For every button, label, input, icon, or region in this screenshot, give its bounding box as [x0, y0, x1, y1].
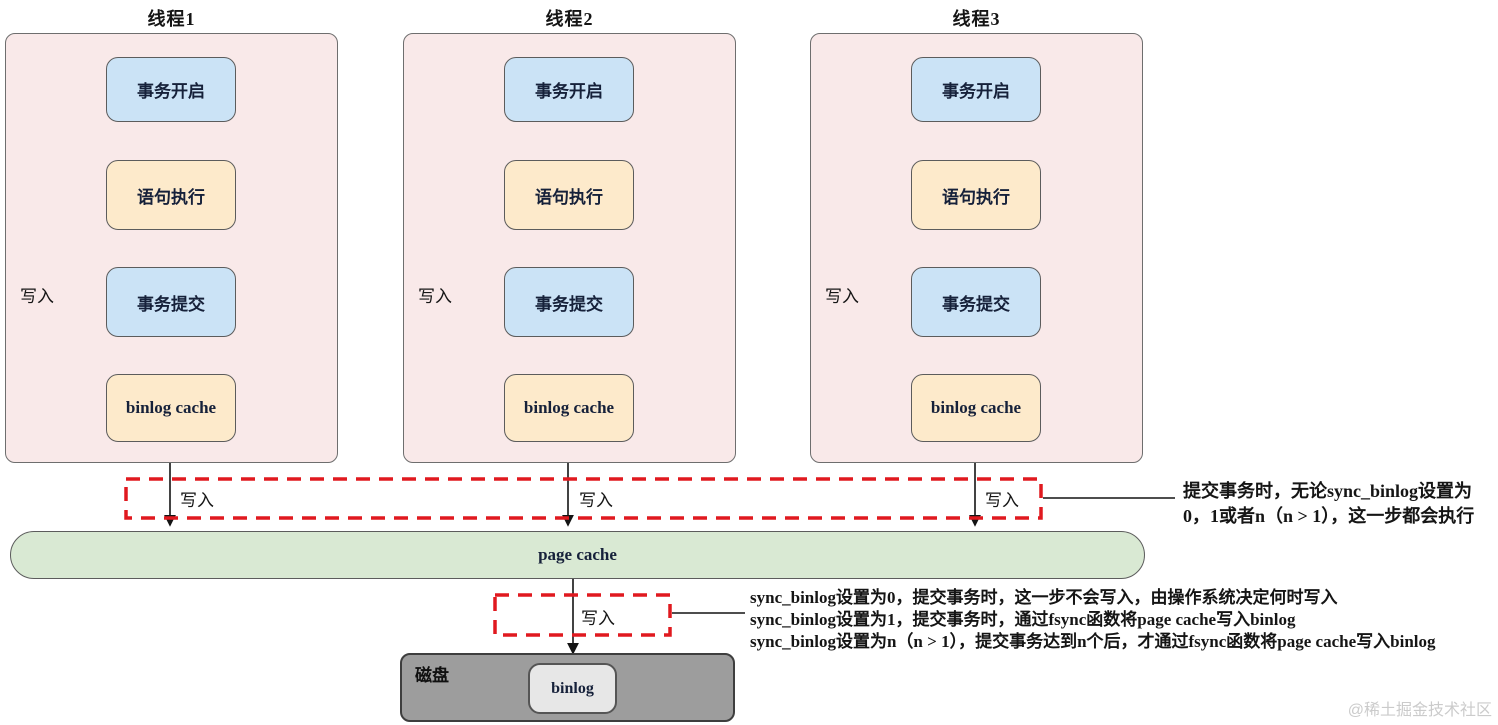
thread3-binlog-cache-node: binlog cache [911, 374, 1041, 442]
thread2-title: 线程2 [545, 9, 594, 29]
watermark: @稀土掘金技术社区 [1347, 702, 1492, 719]
thread2-transaction-start-node: 事务开启 [504, 57, 634, 122]
sync-note-line2: sync_binlog设置为1，提交事务时，通过fsync函数将page cac… [750, 610, 1296, 629]
thread3-title: 线程3 [952, 9, 1001, 29]
thread1-write-label: 写入 [20, 287, 54, 306]
disk-write-label: 写入 [581, 609, 615, 628]
flush-write-label-2: 写入 [579, 491, 613, 510]
thread1-statement-exec-node: 语句执行 [106, 160, 236, 230]
flush-write-label-1: 写入 [180, 491, 214, 510]
disk-label: 磁盘 [415, 666, 449, 685]
thread2-binlog-cache-node: binlog cache [504, 374, 634, 442]
thread2-write-label: 写入 [418, 287, 452, 306]
thread3-write-label: 写入 [825, 287, 859, 306]
thread1-transaction-start-node: 事务开启 [106, 57, 236, 122]
sync-note-line3: sync_binlog设置为n（n > 1），提交事务达到n个后，才通过fsyn… [750, 632, 1436, 651]
thread2-panel: 事务开启 语句执行 事务提交 binlog cache 写入 [403, 33, 736, 463]
thread1-title: 线程1 [147, 9, 196, 29]
thread2-transaction-commit-node: 事务提交 [504, 267, 634, 337]
page-cache-bar: page cache [10, 531, 1145, 579]
thread3-transaction-start-node: 事务开启 [911, 57, 1041, 122]
flush-write-label-3: 写入 [985, 491, 1019, 510]
commit-note-line1: 提交事务时，无论sync_binlog设置为 [1183, 481, 1473, 501]
thread3-transaction-commit-node: 事务提交 [911, 267, 1041, 337]
thread1-binlog-cache-node: binlog cache [106, 374, 236, 442]
dashed-highlight-write-zone [124, 477, 1043, 520]
commit-note-line2: 0，1或者n（n > 1），这一步都会执行 [1183, 506, 1475, 526]
binlog-file-node: binlog [528, 663, 617, 714]
commit-note: 提交事务时，无论sync_binlog设置为 0，1或者n（n > 1），这一步… [1183, 479, 1474, 529]
thread1-panel: 事务开启 语句执行 事务提交 binlog cache 写入 [5, 33, 338, 463]
thread2-statement-exec-node: 语句执行 [504, 160, 634, 230]
thread3-panel: 事务开启 语句执行 事务提交 binlog cache 写入 [810, 33, 1143, 463]
sync-note-line1: sync_binlog设置为0，提交事务时，这一步不会写入，由操作系统决定何时写… [750, 588, 1338, 607]
thread3-statement-exec-node: 语句执行 [911, 160, 1041, 230]
sync-binlog-note: sync_binlog设置为0，提交事务时，这一步不会写入，由操作系统决定何时写… [750, 587, 1436, 653]
dashed-highlight-fsync-zone [493, 593, 672, 637]
thread1-transaction-commit-node: 事务提交 [106, 267, 236, 337]
